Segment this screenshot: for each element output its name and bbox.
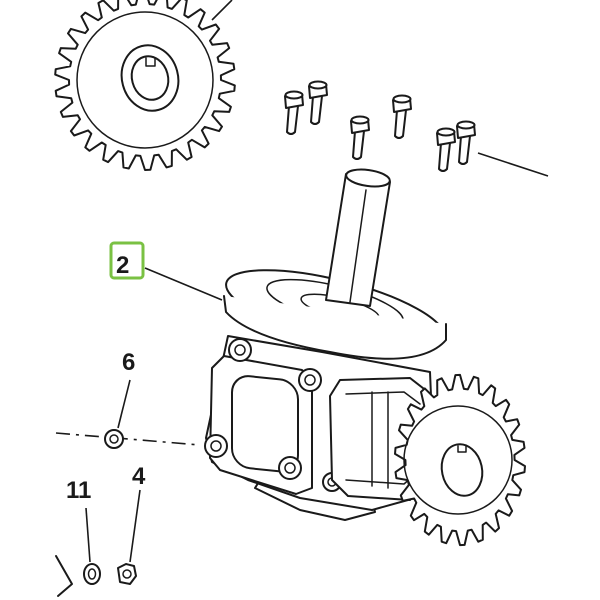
assembly-axis-line — [55, 432, 201, 446]
callout-6-leader — [117, 379, 131, 429]
upper-sprocket — [54, 0, 236, 171]
bolt — [392, 94, 412, 139]
sprocket-bushing — [120, 44, 180, 112]
washer-6 — [104, 429, 124, 449]
mounting-bolts — [284, 80, 476, 172]
callout-4-label[interactable]: 4 — [132, 463, 146, 490]
bolt — [436, 127, 456, 172]
washer-11 — [83, 563, 101, 585]
callout-2-label: 2 — [116, 252, 129, 279]
callout-11-label[interactable]: 11 — [66, 477, 91, 504]
callout-2-leader — [144, 267, 223, 301]
bracket-fragment — [55, 555, 73, 597]
callout-2-highlight-box — [109, 241, 145, 280]
nut-4 — [117, 563, 137, 585]
bolt — [308, 80, 328, 125]
bolt — [350, 115, 370, 160]
bolts-leader-line — [477, 152, 549, 177]
output-sprocket — [394, 373, 526, 547]
bolt — [456, 120, 476, 165]
input-shaft — [325, 168, 391, 307]
output-sprocket-hub — [440, 443, 484, 497]
bolt — [284, 90, 304, 135]
callout-4-leader — [129, 489, 141, 563]
callout-2[interactable]: 2 — [109, 241, 145, 280]
callout-11-leader — [85, 507, 91, 563]
gearbox-inspection-window — [231, 375, 299, 473]
gearbox-assembly — [204, 168, 447, 521]
callout-6-label[interactable]: 6 — [122, 349, 135, 376]
